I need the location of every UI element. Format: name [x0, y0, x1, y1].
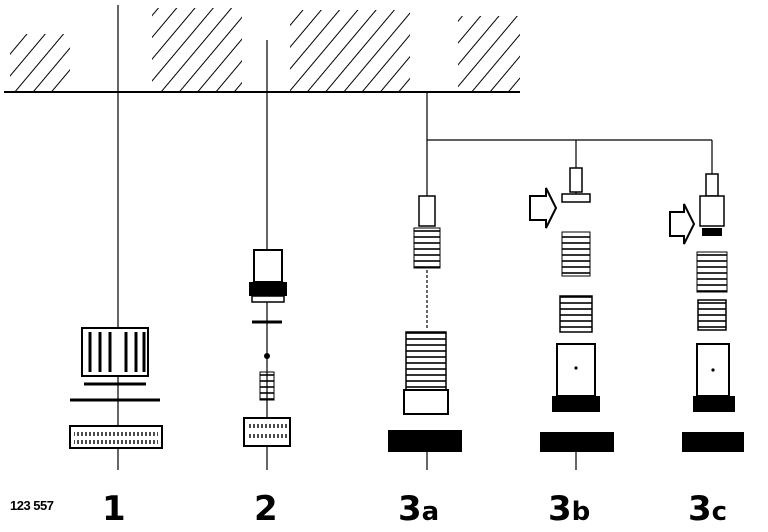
- lower-spring-3c: [697, 299, 727, 331]
- spring-2: [259, 371, 275, 401]
- label-3a-suffix: a: [421, 497, 440, 527]
- cup-3a: [403, 389, 449, 415]
- assembly-3a: [388, 92, 712, 470]
- hatch-block-3: [290, 10, 410, 92]
- lower-spring-3a: [405, 331, 447, 391]
- label-3c-suffix: c: [711, 497, 728, 527]
- plunger-3c: [705, 173, 719, 197]
- plunger-3b: [569, 167, 583, 193]
- collar-3b: [552, 396, 600, 412]
- label-3a: 3a: [398, 492, 439, 526]
- upper-spring-3a: [413, 227, 441, 269]
- collar-3c: [693, 396, 735, 412]
- ball: [264, 353, 270, 359]
- assembly-1: [69, 5, 163, 470]
- valve-collar: [249, 282, 287, 296]
- label-3a-number: 3: [398, 489, 422, 529]
- assembly-2: [243, 40, 291, 470]
- thrust-plate-1: [69, 425, 163, 449]
- thrust-plate-3b: [540, 432, 614, 452]
- label-1-number: 1: [102, 489, 126, 529]
- hatch-block-2: [152, 8, 242, 92]
- label-3b-suffix: b: [571, 497, 591, 527]
- assembly-3b: [529, 140, 614, 470]
- label-2-number: 2: [254, 489, 278, 529]
- housing-wall: [4, 8, 520, 93]
- label-3b: 3b: [548, 492, 590, 526]
- valve-sleeve: [253, 249, 283, 283]
- label-3c: 3c: [688, 492, 727, 526]
- figure-reference-number: 123 557: [10, 498, 54, 513]
- thrust-plate-3c: [682, 432, 744, 452]
- hatch-block-1: [10, 34, 70, 92]
- plunger-3a: [418, 195, 436, 227]
- label-1: 1: [102, 492, 126, 526]
- arrow-icon: [529, 187, 558, 229]
- thrust-plate-3a: [388, 430, 462, 452]
- upper-spring-3b: [561, 231, 591, 277]
- assembly-3c: [669, 140, 744, 452]
- label-3b-number: 3: [548, 489, 572, 529]
- sleeve-3b: [556, 343, 596, 397]
- thrust-plate-2: [243, 417, 291, 447]
- roller-bearing: [81, 327, 149, 377]
- label-2: 2: [254, 492, 278, 526]
- label-3c-number: 3: [688, 489, 712, 529]
- lower-spring-3b: [559, 295, 593, 333]
- arrow-icon: [669, 203, 696, 245]
- upper-spring-3c: [696, 251, 728, 293]
- hatch-block-4: [458, 16, 520, 92]
